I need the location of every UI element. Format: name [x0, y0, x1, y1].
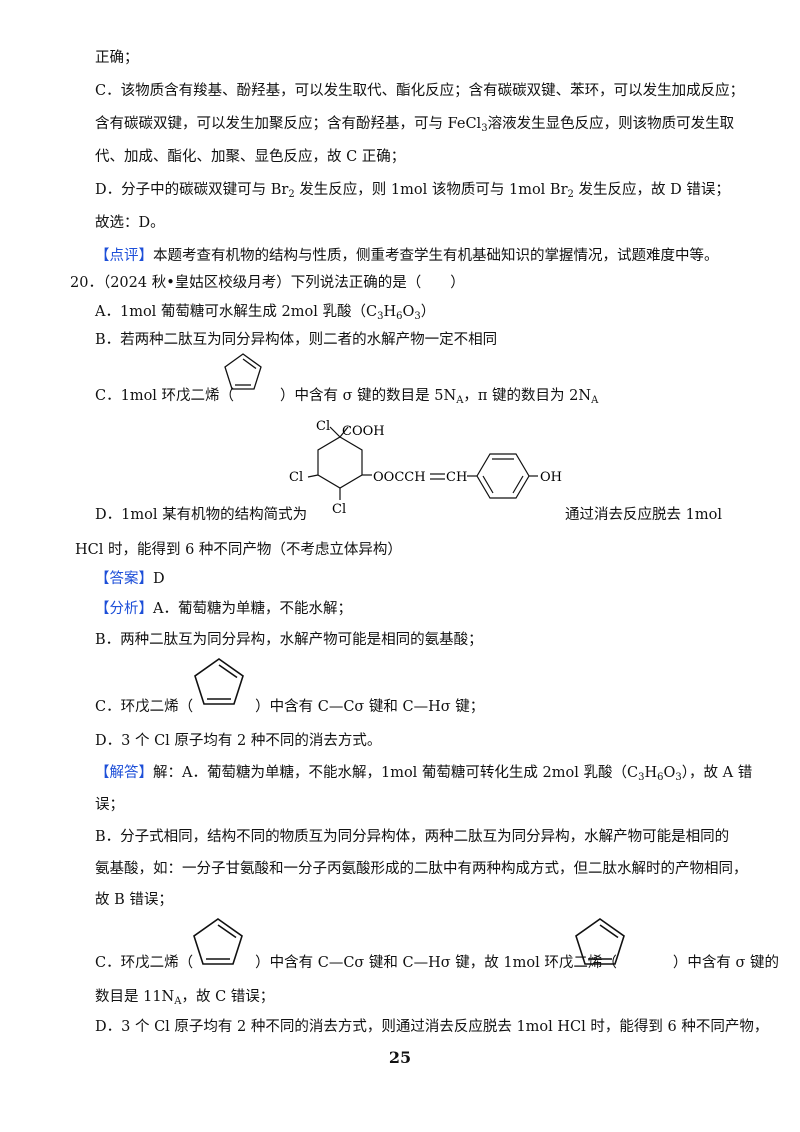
ester-label: OOCCH: [373, 470, 426, 485]
solution-b3: 故 B 错误；: [95, 892, 173, 908]
solution-tag: 【解答】: [95, 765, 153, 781]
text-line: 故选：D。: [95, 215, 165, 231]
cl-top-label: Cl: [316, 419, 330, 434]
oh-label: OH: [540, 470, 562, 485]
text-line: 代、加成、酯化、加聚、显色反应，故 C 正确；: [95, 149, 406, 165]
cooh-label: COOH: [342, 424, 385, 439]
option-d-line2: HCl 时，能得到 6 种不同产物（不考虑立体异构）: [75, 542, 402, 558]
cyclopentadiene-structure-icon: [194, 658, 244, 705]
page-number: 25: [388, 1048, 412, 1067]
analysis-b: B．两种二肽互为同分异构，水解产物可能是相同的氨基酸；: [95, 632, 483, 648]
solution-b1: B．分子式相同，结构不同的物质互为同分异构体，两种二肽互为同分异构，水解产物可能…: [95, 829, 730, 845]
text-line: 含有碳碳双键，可以发生加聚反应；含有酚羟基，可与 FeCl3溶液发生显色反应，则…: [95, 116, 735, 134]
ch-label: CH: [446, 470, 467, 485]
option-d-cont: 通过消去反应脱去 1mol: [565, 507, 722, 523]
analysis-tag: 【分析】: [95, 601, 153, 617]
solution-c1: C．环戊二烯（）中含有 C—Cσ 键和 C—Hσ 键，故 1mol 环戊二烯（）…: [95, 955, 779, 971]
cyclopentadiene-structure-icon: [193, 918, 243, 965]
question-20-title: 20．（2024 秋•皇姑区校级月考）下列说法正确的是（ ）: [70, 275, 465, 291]
text-line: C．该物质含有羧基、酚羟基，可以发生取代、酯化反应；含有碳碳双键、苯环，可以发生…: [95, 83, 745, 99]
solution-a-cont: 误；: [95, 797, 124, 813]
solution-a: 【解答】解：A．葡萄糖为单糖，不能水解，1mol 葡萄糖可转化生成 2mol 乳…: [95, 765, 753, 783]
organic-molecule-structure: Cl COOH Cl Cl OOCCH CH OH: [289, 419, 562, 517]
option-b: B．若两种二肽互为同分异构体，则二者的水解产物一定不相同: [95, 332, 498, 348]
text-line: 正确；: [95, 50, 139, 66]
comment-tag: 【点评】: [95, 248, 153, 264]
comment-line: 【点评】本题考查有机物的结构与性质，侧重考查学生有机基础知识的掌握情况，试题难度…: [95, 248, 719, 264]
solution-b2: 氨基酸，如：一分子甘氨酸和一分子丙氨酸形成的二肽中有两种构成方式，但二肽水解时的…: [95, 861, 748, 877]
analysis-a: 【分析】A．葡萄糖为单糖，不能水解；: [95, 601, 352, 617]
option-d: D．1mol 某有机物的结构简式为: [95, 507, 308, 523]
solution-d1: D．3 个 Cl 原子均有 2 种不同的消去方式，则通过消去反应脱去 1mol …: [95, 1019, 769, 1035]
analysis-d: D．3 个 Cl 原子均有 2 种不同的消去方式。: [95, 733, 382, 749]
answer-line: 【答案】D: [95, 571, 165, 587]
solution-c2: 数目是 11NA，故 C 错误；: [95, 989, 275, 1007]
cl-left-label: Cl: [289, 470, 303, 485]
answer-tag: 【答案】: [95, 571, 153, 587]
cyclopentadiene-structure-icon: [575, 918, 625, 965]
analysis-c: C．环戊二烯（）中含有 C—Cσ 键和 C—Hσ 键；: [95, 699, 485, 715]
cl-bottom-label: Cl: [332, 502, 346, 517]
option-a: A．1mol 葡萄糖可水解生成 2mol 乳酸（C3H6O3）: [95, 304, 436, 322]
option-c: C．1mol 环戊二烯（）中含有 σ 键的数目是 5NA，π 键的数目为 2NA: [95, 388, 599, 406]
text-line: D．分子中的碳碳双键可与 Br2 发生反应，则 1mol 该物质可与 1mol …: [95, 182, 730, 200]
cyclopentadiene-structure-icon: [224, 353, 262, 390]
